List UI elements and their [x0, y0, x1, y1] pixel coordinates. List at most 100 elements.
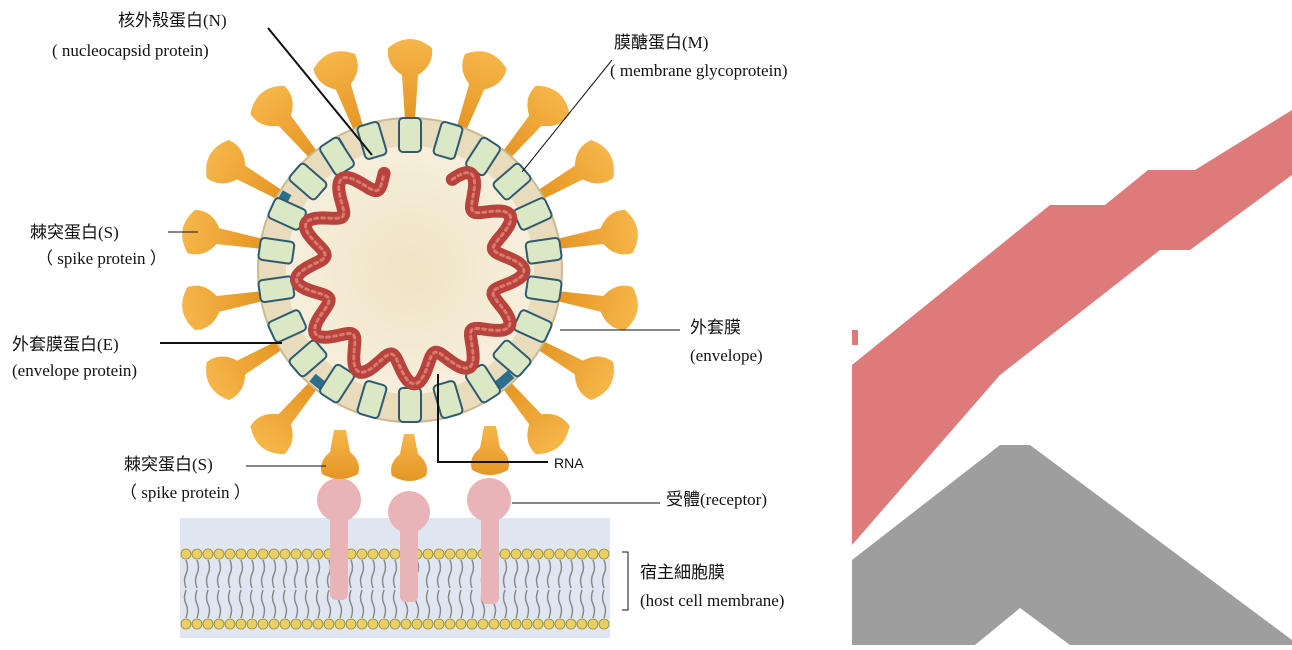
lipid-head — [544, 619, 554, 629]
lipid-head — [555, 619, 565, 629]
lipid-head — [566, 619, 576, 629]
lipid-head — [599, 619, 609, 629]
lipid-head — [401, 619, 411, 629]
lipid-head — [500, 619, 510, 629]
lipid-head — [269, 549, 279, 559]
lipid-head — [379, 549, 389, 559]
m-protein — [258, 276, 295, 303]
lipid-head — [434, 549, 444, 559]
lipid-head — [291, 619, 301, 629]
spike-protein — [179, 208, 266, 266]
spike-protein — [554, 274, 641, 332]
lipid-head — [555, 549, 565, 559]
label-rna: RNA — [554, 455, 584, 471]
lipid-head — [313, 549, 323, 559]
lipid-head — [324, 619, 334, 629]
label-host-membrane-zh: 宿主細胞膜 — [640, 563, 725, 582]
label-spike2-en: （ spike protein ） — [120, 483, 251, 502]
label-membrane-zh: 膜醣蛋白(M) — [614, 33, 708, 52]
lipid-head — [225, 549, 235, 559]
label-nucleocapsid-en: ( nucleocapsid protein) — [52, 41, 209, 60]
lipid-head — [247, 549, 257, 559]
lipid-head — [357, 549, 367, 559]
lipid-head — [500, 549, 510, 559]
lipid-head — [467, 549, 477, 559]
m-protein — [525, 276, 562, 303]
m-protein — [399, 118, 421, 152]
label-envelope-en: (envelope) — [690, 346, 763, 365]
label-receptor: 受體(receptor) — [666, 490, 767, 509]
lipid-head — [445, 619, 455, 629]
label-envelope-protein-en: (envelope protein) — [12, 361, 137, 380]
lipid-head — [489, 619, 499, 629]
lipid-head — [423, 549, 433, 559]
lipid-head — [280, 619, 290, 629]
lipid-head — [522, 549, 532, 559]
lipid-head — [280, 549, 290, 559]
lipid-head — [357, 619, 367, 629]
spike-protein — [388, 39, 432, 120]
lipid-head — [445, 549, 455, 559]
lipid-head — [588, 549, 598, 559]
lipid-head — [192, 619, 202, 629]
lipid-head — [368, 549, 378, 559]
lipid-head — [533, 549, 543, 559]
lipid-head — [203, 549, 213, 559]
label-spike-en: （ spike protein ） — [36, 249, 167, 268]
lipid-head — [335, 619, 345, 629]
lipid-head — [302, 549, 312, 559]
lipid-head — [456, 619, 466, 629]
lipid-head — [588, 619, 598, 629]
m-protein — [258, 237, 295, 264]
label-spike2-zh: 棘突蛋白(S) — [124, 455, 213, 474]
bottom-spikes — [321, 426, 509, 481]
lipid-head — [511, 549, 521, 559]
lipid-head — [390, 549, 400, 559]
lipid-head — [225, 619, 235, 629]
lipid-head — [566, 549, 576, 559]
lipid-head — [577, 549, 587, 559]
lipid-head — [247, 619, 257, 629]
lipid-head — [313, 619, 323, 629]
corner-logo — [852, 110, 1292, 645]
spike-protein — [179, 274, 266, 332]
m-protein — [399, 388, 421, 422]
lipid-head — [214, 619, 224, 629]
lipid-head — [269, 619, 279, 629]
label-envelope-zh: 外套膜 — [690, 318, 741, 337]
label-nucleocapsid-zh: 核外殼蛋白(N) — [118, 11, 227, 30]
lipid-head — [412, 619, 422, 629]
m-protein — [525, 237, 562, 264]
lipid-head — [544, 549, 554, 559]
receptors — [317, 478, 511, 604]
lipid-head — [577, 619, 587, 629]
lipid-head — [258, 549, 268, 559]
lipid-head — [192, 549, 202, 559]
lipid-head — [390, 619, 400, 629]
lipid-head — [511, 619, 521, 629]
lipid-head — [346, 619, 356, 629]
lipid-head — [214, 549, 224, 559]
lipid-head — [434, 619, 444, 629]
lipid-head — [456, 549, 466, 559]
spike-protein — [554, 208, 641, 266]
lipid-head — [181, 619, 191, 629]
label-spike-zh: 棘突蛋白(S) — [30, 223, 119, 242]
label-host-membrane-en: (host cell membrane) — [640, 591, 784, 610]
lipid-head — [236, 549, 246, 559]
lipid-head — [478, 619, 488, 629]
lipid-head — [302, 619, 312, 629]
lipid-head — [423, 619, 433, 629]
lipid-head — [258, 619, 268, 629]
lipid-head — [379, 619, 389, 629]
lipid-head — [203, 619, 213, 629]
lipid-head — [181, 549, 191, 559]
lipid-head — [467, 619, 477, 629]
label-membrane-en: ( membrane glycoprotein) — [610, 61, 788, 80]
lipid-head — [236, 619, 246, 629]
lipid-head — [291, 549, 301, 559]
lipid-head — [522, 619, 532, 629]
lipid-head — [368, 619, 378, 629]
